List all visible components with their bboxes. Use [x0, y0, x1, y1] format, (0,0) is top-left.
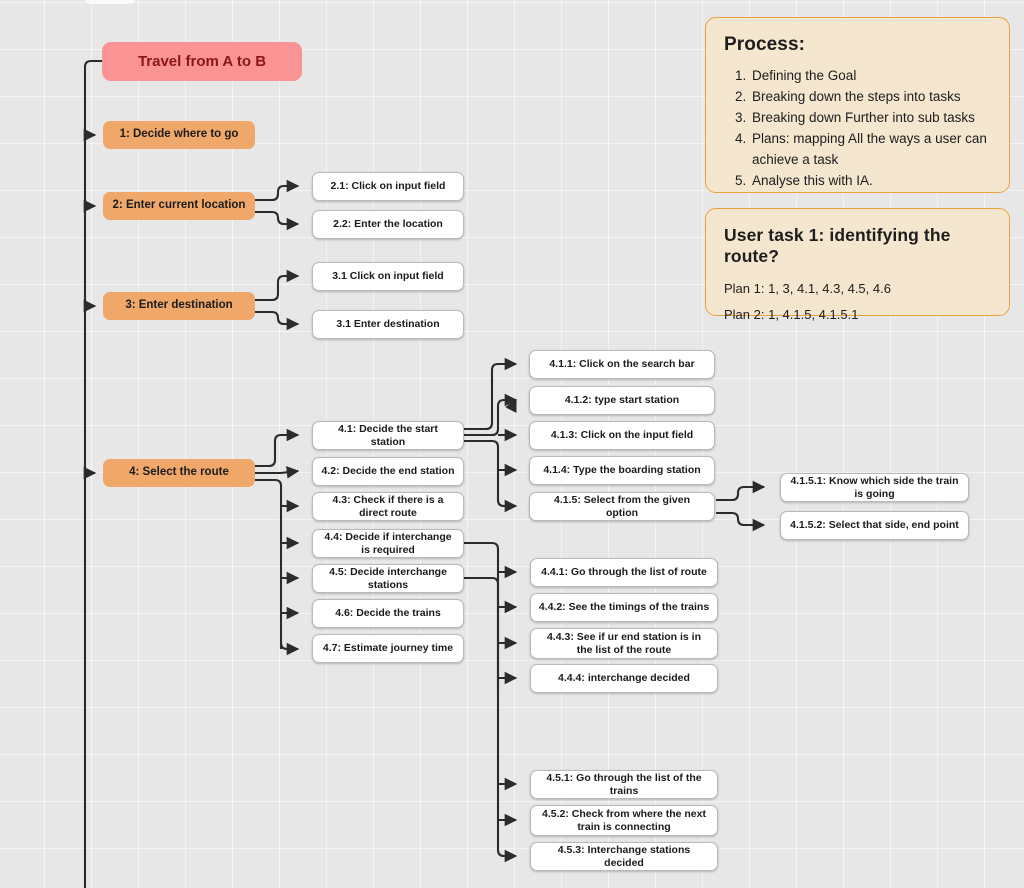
- node-4-4-3[interactable]: 4.4.3: See if ur end station is in the l…: [530, 628, 718, 659]
- process-panel-heading: Process:: [724, 34, 806, 55]
- node-4-4[interactable]: 4.4: Decide if interchange is required: [312, 529, 464, 558]
- user-task-plan-1: Plan 1: 1, 3, 4.1, 4.3, 4.5, 4.6: [724, 281, 891, 296]
- node-4-5-1[interactable]: 4.5.1: Go through the list of the trains: [530, 770, 718, 799]
- node-4-1-1[interactable]: 4.1.1: Click on the search bar: [529, 350, 715, 379]
- node-2-1[interactable]: 2.1: Click on input field: [312, 172, 464, 201]
- node-4-1-2[interactable]: 4.1.2: type start station: [529, 386, 715, 415]
- user-task-plan-2: Plan 2: 1, 4.1.5, 4.1.5.1: [724, 307, 859, 322]
- clipped-top-element: [84, 0, 136, 4]
- user-task-panel: User task 1: identifying the route? Plan…: [705, 208, 1010, 322]
- node-4-4-2[interactable]: 4.4.2: See the timings of the trains: [530, 593, 718, 622]
- node-1-decide-where-to-go[interactable]: 1: Decide where to go: [103, 121, 255, 149]
- process-step: Defining the Goal: [750, 66, 989, 87]
- node-root-travel[interactable]: Travel from A to B: [102, 42, 302, 81]
- node-4-2[interactable]: 4.2: Decide the end station: [312, 457, 464, 486]
- process-panel: Process: Defining the Goal Breaking down…: [705, 17, 1010, 193]
- node-4-select-the-route[interactable]: 4: Select the route: [103, 459, 255, 487]
- node-4-1[interactable]: 4.1: Decide the start station: [312, 421, 464, 450]
- node-4-6[interactable]: 4.6: Decide the trains: [312, 599, 464, 628]
- node-4-7[interactable]: 4.7: Estimate journey time: [312, 634, 464, 663]
- node-4-3[interactable]: 4.3: Check if there is a direct route: [312, 492, 464, 521]
- node-4-5[interactable]: 4.5: Decide interchange stations: [312, 564, 464, 593]
- user-task-heading: User task 1: identifying the route?: [724, 225, 951, 266]
- process-step: Plans: mapping All the ways a user can a…: [750, 129, 989, 171]
- process-step: Breaking down Further into sub tasks: [750, 108, 989, 129]
- node-4-1-5-2[interactable]: 4.1.5.2: Select that side, end point: [780, 511, 969, 540]
- node-3-enter-destination[interactable]: 3: Enter destination: [103, 292, 255, 320]
- node-4-1-4[interactable]: 4.1.4: Type the boarding station: [529, 456, 715, 485]
- node-4-5-3[interactable]: 4.5.3: Interchange stations decided: [530, 842, 718, 871]
- node-4-4-4[interactable]: 4.4.4: interchange decided: [530, 664, 718, 693]
- process-step: Analyse this with IA.: [750, 171, 989, 192]
- node-4-1-5-1[interactable]: 4.1.5.1: Know which side the train is go…: [780, 473, 969, 502]
- node-4-1-3[interactable]: 4.1.3: Click on the input field: [529, 421, 715, 450]
- process-steps-list: Defining the Goal Breaking down the step…: [724, 66, 989, 192]
- node-2-enter-current-location[interactable]: 2: Enter current location: [103, 192, 255, 220]
- node-4-1-5[interactable]: 4.1.5: Select from the given option: [529, 492, 715, 521]
- process-step: Breaking down the steps into tasks: [750, 87, 989, 108]
- node-2-2[interactable]: 2.2: Enter the location: [312, 210, 464, 239]
- node-3-1-click-input[interactable]: 3.1 Click on input field: [312, 262, 464, 291]
- node-4-5-2[interactable]: 4.5.2: Check from where the next train i…: [530, 805, 718, 836]
- node-4-4-1[interactable]: 4.4.1: Go through the list of route: [530, 558, 718, 587]
- node-3-1-enter-destination[interactable]: 3.1 Enter destination: [312, 310, 464, 339]
